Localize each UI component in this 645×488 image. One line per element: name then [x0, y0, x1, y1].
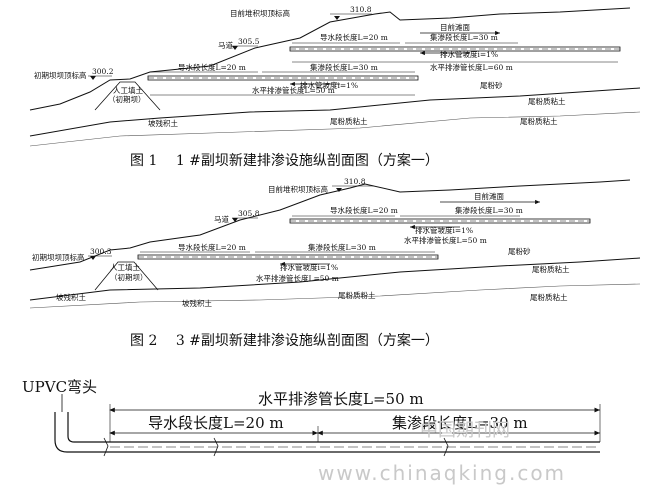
fig2-road-elev: 305.8 [238, 209, 260, 218]
fig1-initial-elev-marker [90, 76, 96, 80]
fig2-total-upper: 水平排渗管长度L=50 m [404, 235, 487, 245]
detail-joint-3 [443, 437, 449, 457]
fig1-tailing-clay: 尾粉质粘土 [528, 96, 566, 106]
pipe-detail: UPVC弯头 水平排渗管长度L=50 m 导水段长度L=20 m 集渗段长度L=… [22, 378, 601, 457]
figure2-caption-no: 图 2 [130, 333, 158, 349]
fig2-current-beach: 目前滩面 [474, 191, 504, 201]
fig2-tailing-clay: 尾粉质粘土 [532, 264, 570, 274]
fig1-total-upper: 水平排渗管长度L=60 m [430, 62, 513, 72]
fig1-initial-elev: 300.2 [92, 67, 114, 76]
fig1-slope-soil: 坡残积土 [148, 118, 178, 128]
fig2-slope-soil-1: 坡残积土 [56, 292, 86, 302]
fig2-guide-upper: 导水段长度L=20 m [330, 205, 398, 215]
fig2-tailing-clay-2: 尾粉质粘土 [530, 292, 568, 302]
detail-guide-label: 导水段长度L=20 m [148, 414, 284, 432]
fig1-top-elev-marker [334, 16, 340, 20]
fig2-initial-elev-marker [90, 256, 96, 260]
fig2-fill-label: 人工填土 [110, 262, 140, 272]
detail-collect-label: 集渗段长度L=30 m [392, 414, 528, 432]
fig2-road-label: 马道 [214, 214, 229, 224]
fig1-fill-label: 人工填土 [113, 85, 143, 95]
detail-joint-1 [103, 437, 109, 457]
fig1-initial-label: 初期坝坝顶标高 [34, 70, 87, 80]
fig2-tailing-sand: 尾粉砂 [508, 246, 531, 256]
fig2-dam-profile [29, 179, 631, 271]
fig1-slope-lower: 排水管坡度i=1% [300, 80, 358, 90]
fig2-initial-elev: 300.3 [90, 247, 112, 256]
fig1-top-elev-value: 310.8 [350, 5, 372, 14]
fig1-total-lower: 水平排渗管长度L=50 m [252, 85, 335, 95]
fig1-road-label: 马道 [218, 40, 233, 50]
fig1-tailing-sand: 尾粉砂 [480, 80, 503, 90]
watermark-site: www.chinaqking.com [318, 461, 566, 485]
fig1-silt-clay: 尾粉质粘土 [330, 116, 368, 126]
upvc-elbow [54, 412, 110, 453]
fig2-total-lower: 水平排渗管长度L=50 m [256, 273, 339, 283]
figure1-caption-no: 图 1 [130, 153, 158, 169]
fig1-dam-profile [29, 7, 631, 111]
fig1-initial-dam [94, 81, 161, 111]
fig1-guide-lower: 导水段长度L=20 m [178, 62, 246, 72]
fig2-collect-lower: 集渗段长度L=30 m [308, 242, 376, 252]
fig2-collect-upper: 集渗段长度L=30 m [455, 205, 523, 215]
figure-1: 目前堆积坝顶标高 310.8 马道 305.5 初期坝坝顶标高 300.2 目前… [29, 5, 641, 147]
fig1-lower-ground [29, 111, 641, 147]
fig2-slope-soil-2: 坡残积土 [182, 298, 212, 308]
fig2-top-elev-label: 目前堆积坝顶标高 [268, 184, 328, 194]
fig1-road-elev: 305.5 [238, 37, 260, 46]
fig2-top-elev-marker [336, 188, 342, 192]
fig1-road-elev-marker [232, 46, 238, 50]
upvc-label: UPVC弯头 [22, 378, 97, 396]
fig1-collect-lower: 集渗段长度L=30 m [310, 62, 378, 72]
figure1-caption: 图 1 1 #副坝新建排渗设施纵剖面图（方案一） [130, 150, 439, 170]
detail-joint-2 [213, 437, 219, 457]
fig2-lower-ground [29, 283, 641, 309]
fig1-silt-clay-2: 尾粉质粘土 [520, 116, 558, 126]
fig2-top-elev-value: 310.8 [344, 177, 366, 186]
fig2-silt-clay: 尾粉质粉土 [338, 290, 376, 300]
fig1-guide-upper: 导水段长度L=20 m [320, 32, 388, 42]
fig2-ground-line [29, 257, 641, 301]
fig2-guide-lower: 导水段长度L=20 m [178, 242, 246, 252]
fig2-fill-sub: （初期坝） [110, 272, 148, 282]
fig2-initial-dam [94, 261, 159, 291]
figure2-caption: 图 2 3 #副坝新建排渗设施纵剖面图（方案一） [130, 330, 439, 350]
fig1-fill-sub: （初期坝） [108, 94, 146, 104]
fig1-collect-upper: 集渗段长度L=30 m [430, 32, 498, 42]
fig1-top-elev-label: 目前堆积坝顶标高 [230, 8, 290, 18]
figure2-caption-text: 3 #副坝新建排渗设施纵剖面图（方案一） [175, 333, 439, 349]
figure1-caption-text: 1 #副坝新建排渗设施纵剖面图（方案一） [175, 153, 439, 169]
fig2-road-elev-marker [232, 218, 238, 222]
detail-total-label: 水平排渗管长度L=50 m [258, 390, 424, 408]
fig2-slope-upper: 排水管坡度i=1% [415, 225, 473, 235]
watermark-brand: 中国期刊网 [420, 420, 510, 441]
fig2-initial-label: 初期坝坝顶标高 [32, 252, 85, 262]
fig1-slope-upper: 排水管坡度i=1% [440, 49, 498, 59]
fig1-ground-line [29, 87, 641, 137]
fig1-current-beach: 目前滩面 [440, 22, 470, 32]
figure-2: 目前堆积坝顶标高 310.8 马道 305.8 初期坝坝顶标高 300.3 目前… [29, 177, 641, 309]
fig2-slope-lower: 排水管坡度i=1% [280, 262, 338, 272]
